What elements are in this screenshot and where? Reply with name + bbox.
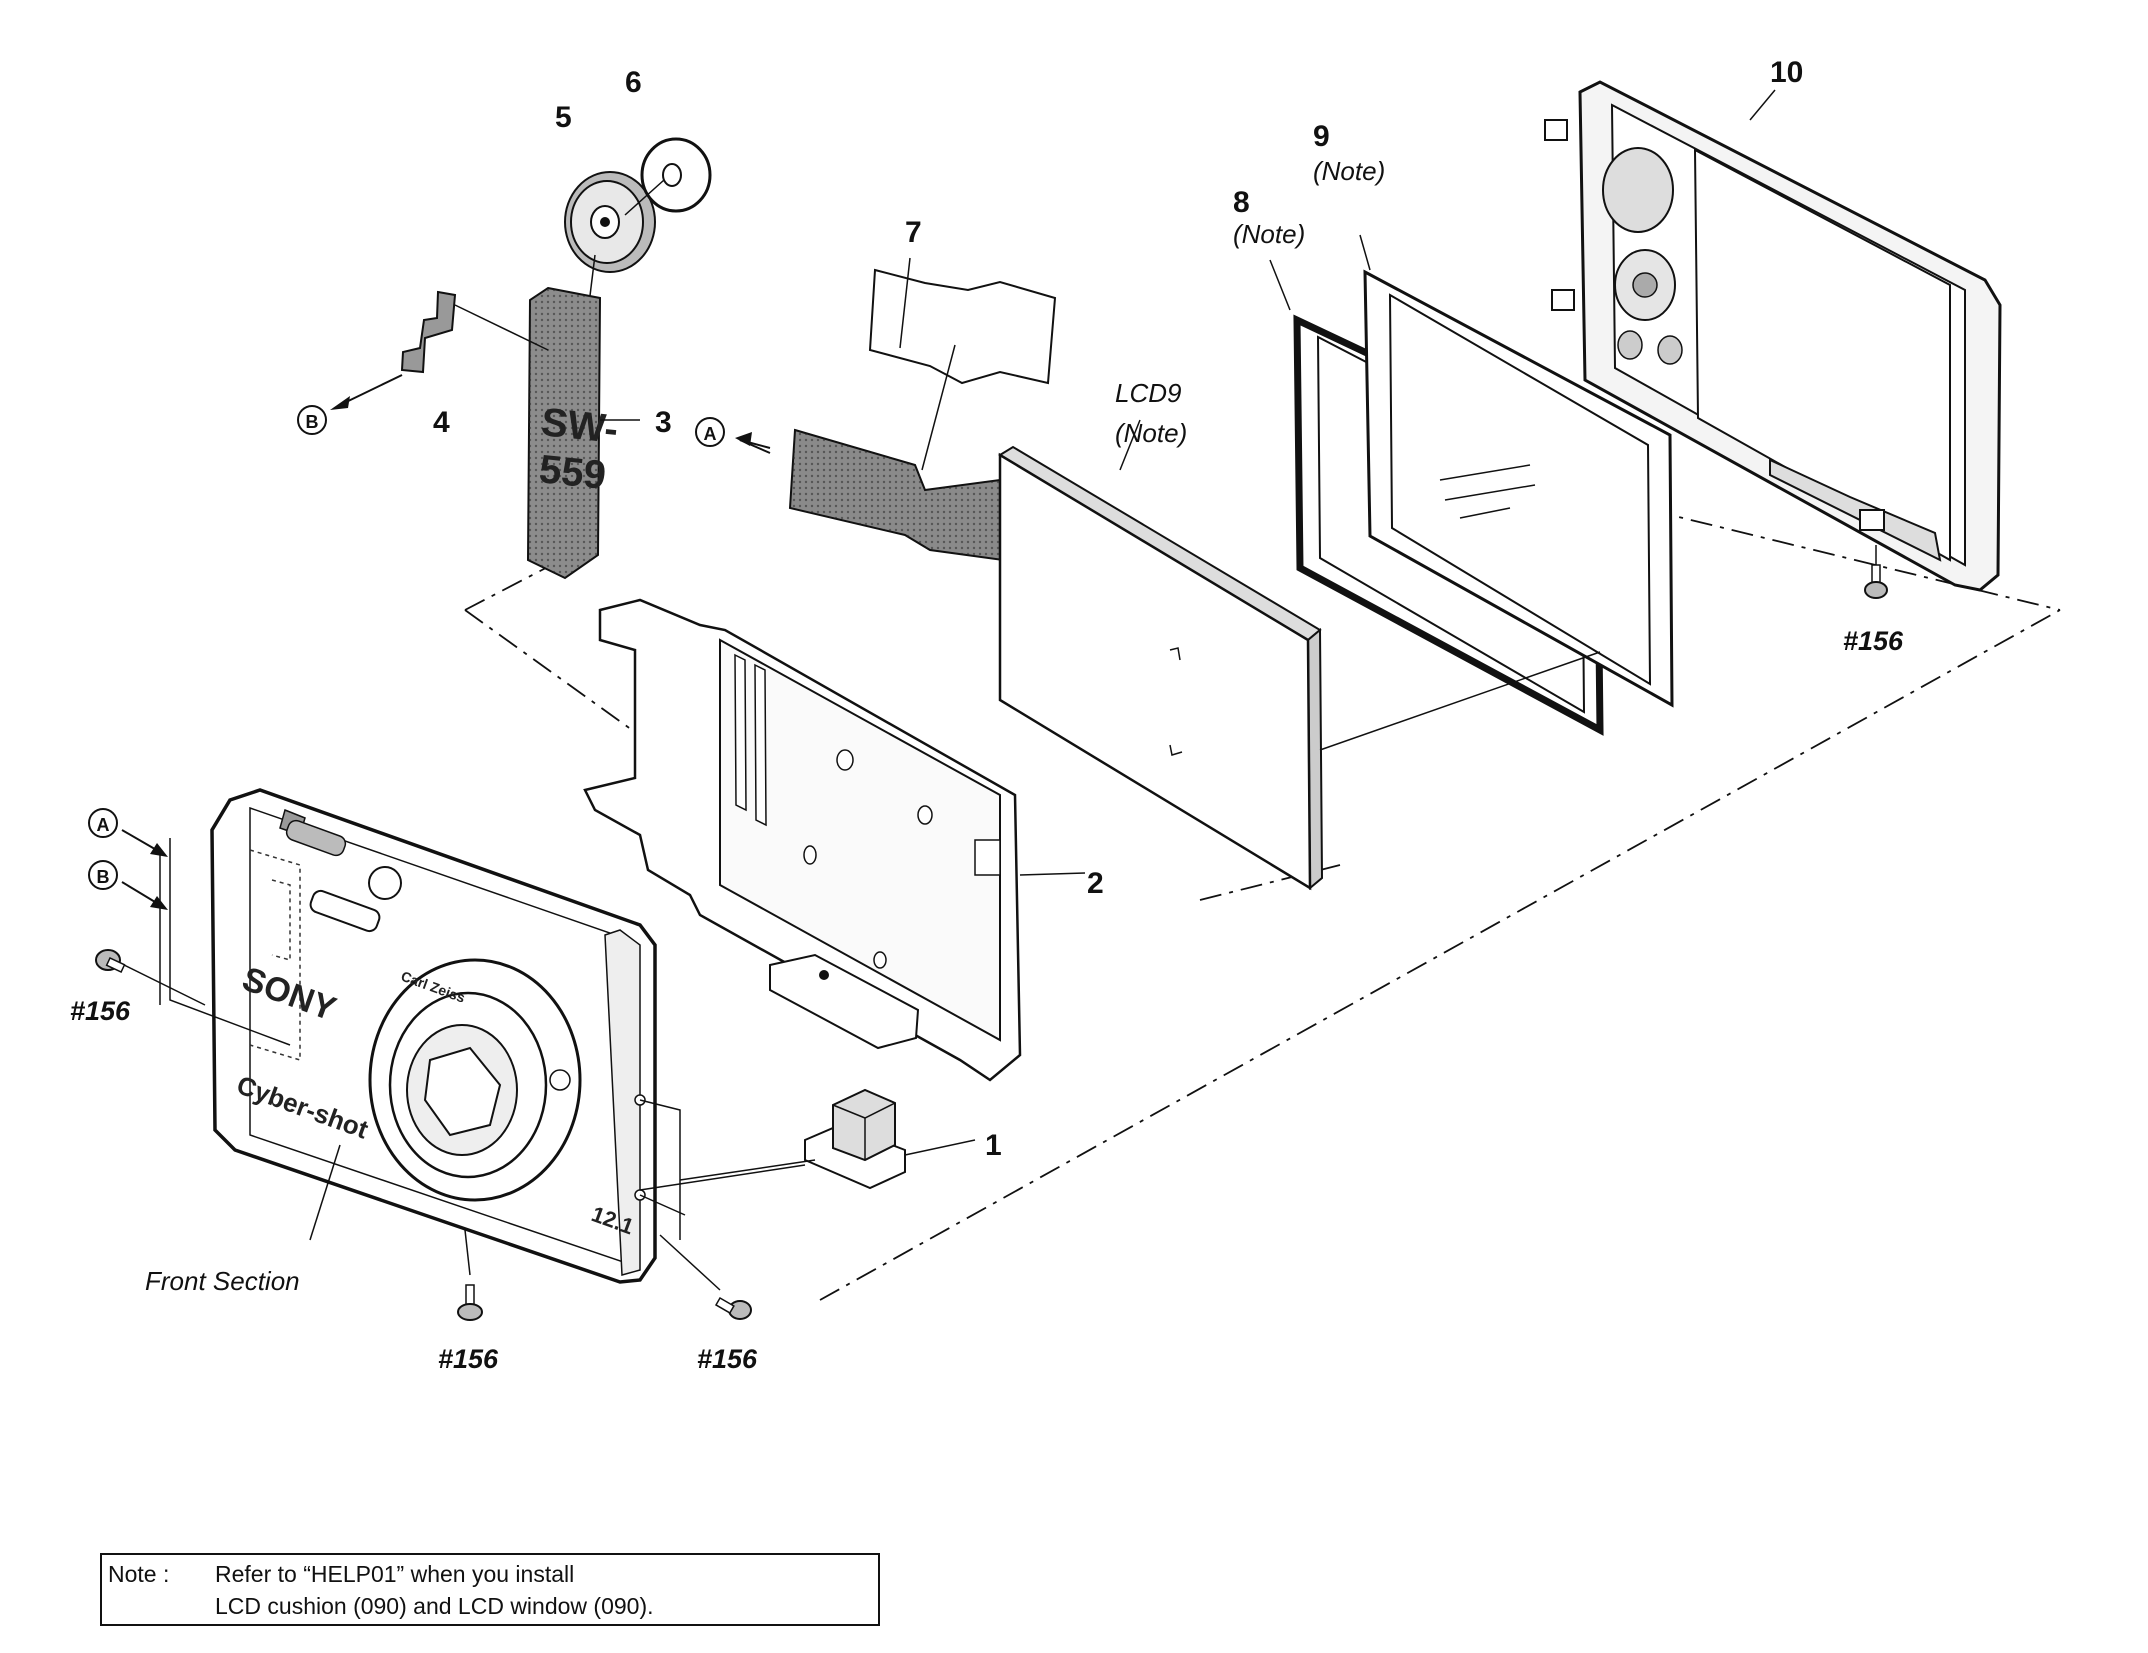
marker-a-top-label: A: [704, 424, 717, 444]
part-1-speaker: [804, 1088, 976, 1190]
part-10-rear-cabinet: [1544, 80, 2002, 592]
callout-lcd: LCD9: [1115, 378, 1181, 408]
part-6-button-cap: [624, 137, 712, 216]
callout-10: 10: [1770, 56, 1803, 89]
callout-7: 7: [905, 216, 922, 249]
marker-b-top-label: B: [306, 412, 319, 432]
marker-b-front-label: B: [97, 867, 110, 887]
callout-8: 8: [1233, 186, 1250, 219]
screw-label-side: #156: [697, 1344, 758, 1374]
part-3-switch-board: SW- 559: [526, 286, 640, 580]
callout-1: 1: [985, 1129, 1002, 1162]
front-connection-lines: [119, 838, 816, 1291]
lcd-flex-cable: [739, 428, 1005, 562]
screw-side: [714, 1296, 752, 1320]
note-ref-lcd: (Note): [1115, 418, 1187, 448]
marker-b-front: B: [88, 860, 168, 910]
screw-rear: [1864, 545, 1888, 599]
note-line-2: LCD cushion (090) and LCD window (090).: [215, 1593, 654, 1619]
callout-5: 5: [555, 101, 572, 134]
note-ref-9: (Note): [1313, 156, 1385, 186]
note-label: Note :: [108, 1561, 170, 1587]
note-box: Note : Refer to “HELP01” when you instal…: [100, 1553, 880, 1626]
board-label-line1: SW-: [539, 400, 620, 452]
note-ref-8: (Note): [1233, 219, 1305, 249]
part-9-lcd-window: [1319, 234, 1674, 751]
part-2-main-frame: [583, 598, 1086, 1082]
lcd-panel: [998, 419, 1324, 891]
marker-a-front: A: [88, 808, 168, 857]
callout-6: 6: [625, 66, 642, 99]
callout-4: 4: [433, 406, 450, 439]
screw-front-left: [95, 949, 126, 974]
board-label-line2: 559: [537, 447, 608, 498]
callout-3: 3: [655, 406, 672, 439]
front-section-label: Front Section: [145, 1266, 300, 1296]
part-5-mode-dial: [564, 171, 656, 273]
part-7-flex-sheet: [868, 257, 1057, 471]
note-line-1: Refer to “HELP01” when you install: [215, 1561, 575, 1587]
callout-9: 9: [1313, 120, 1330, 153]
marker-a-front-label: A: [97, 815, 110, 835]
frame-bracket: [769, 953, 920, 1050]
marker-a-top: A: [695, 417, 771, 454]
screw-label-rear: #156: [1843, 626, 1904, 656]
callout-2: 2: [1087, 867, 1104, 900]
front-section-camera: SONY Cyber-shot Carl Zeiss 12.1: [210, 788, 657, 1284]
marker-b-top: B: [297, 405, 327, 435]
screw-bottom: [457, 1284, 483, 1321]
part-4-flex-cable: [330, 290, 549, 410]
screw-label-bottom: #156: [438, 1344, 499, 1374]
screw-label-front-left: #156: [70, 996, 131, 1026]
